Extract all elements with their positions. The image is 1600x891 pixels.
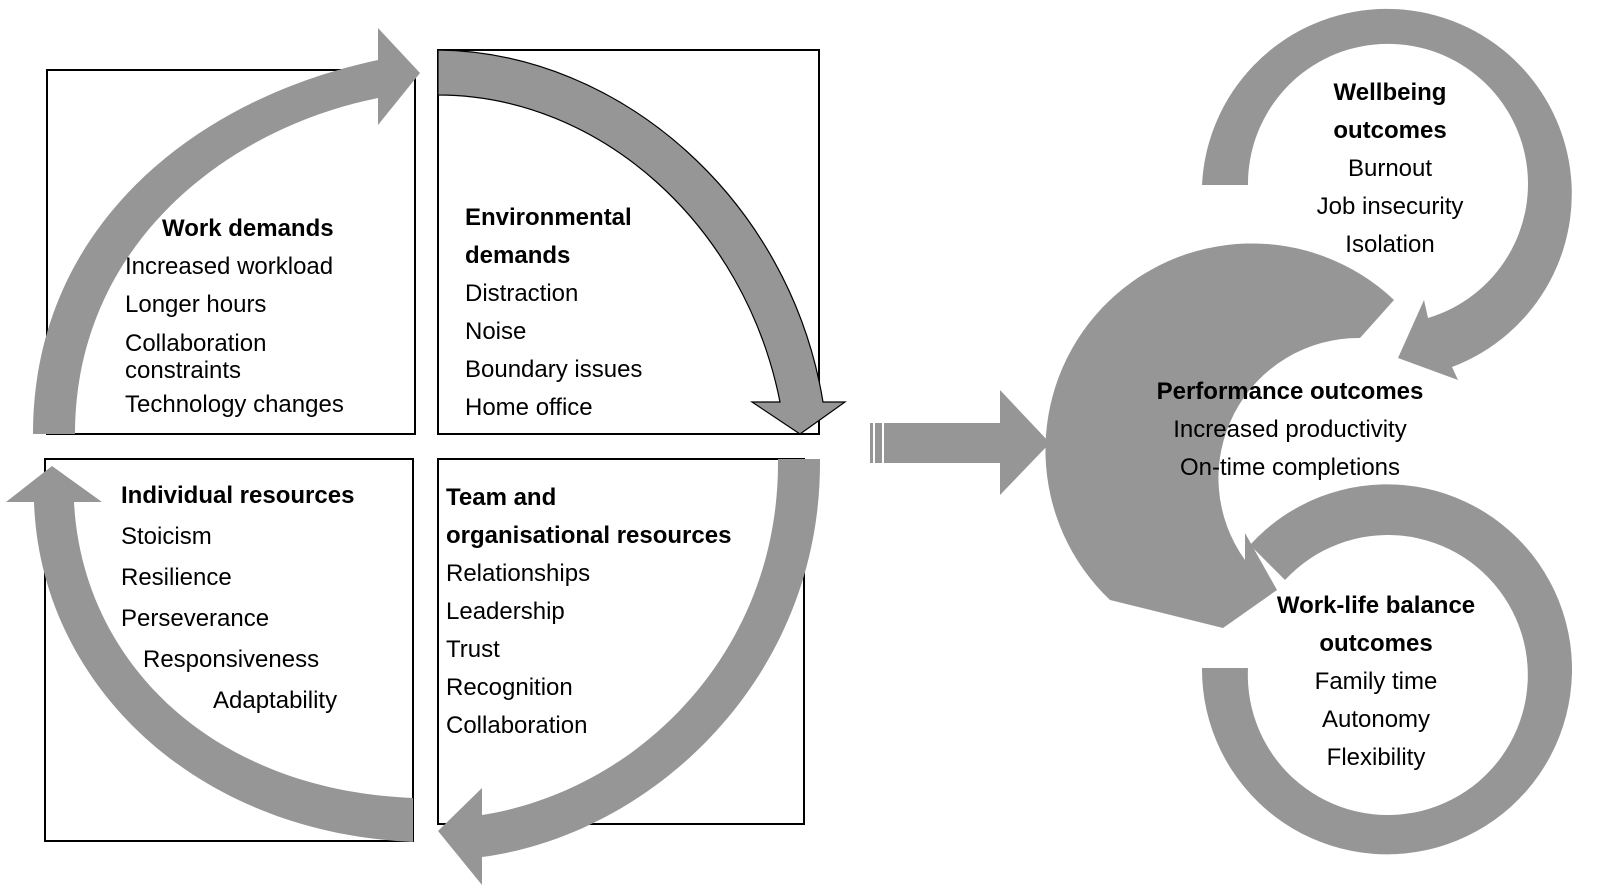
environmental-demands-item: Noise <box>465 318 527 345</box>
work-demands-item: constraints <box>125 357 242 384</box>
individual-resources-item: Adaptability <box>213 687 338 714</box>
work-life-balance-outcomes-title: Work-life balance <box>1276 592 1476 619</box>
work-demands-item: Technology changes <box>125 391 344 418</box>
team-resources-title-line2: organisational resources <box>446 522 732 549</box>
cycle-arrow-bottom-left <box>6 466 413 842</box>
individual-resources-item: Responsiveness <box>143 646 320 673</box>
team-resources-item: Leadership <box>446 598 565 625</box>
performance-outcomes-item: On-time completions <box>1179 454 1401 481</box>
cycle-arrow-top-left <box>33 28 420 434</box>
individual-resources-block: Individual resources Stoicism Resilience… <box>121 475 354 721</box>
cycle-arrow-top-right <box>437 49 847 435</box>
work-demands-item: Longer hours <box>125 291 267 318</box>
individual-resources-item: Resilience <box>121 564 232 591</box>
team-resources-item: Recognition <box>446 674 573 701</box>
performance-outcomes-title: Performance outcomes <box>1156 378 1424 405</box>
work-demands-block: Work demands Increased workload Longer h… <box>125 210 344 424</box>
team-resources-item: Collaboration <box>446 712 588 739</box>
team-resources-box <box>437 458 805 825</box>
individual-resources-box <box>44 458 414 842</box>
team-resources-title: Team and <box>446 484 557 511</box>
work-demands-item: Increased workload <box>125 253 334 280</box>
environmental-demands-box <box>437 49 820 435</box>
individual-resources-item: Stoicism <box>121 523 212 550</box>
performance-outcomes-item: Increased productivity <box>1173 416 1407 443</box>
wellbeing-outcomes-item: Burnout <box>1347 155 1433 182</box>
environmental-demands-block: Environmental demands Distraction Noise … <box>465 199 642 427</box>
environmental-demands-item: Distraction <box>465 280 579 307</box>
team-resources-item: Relationships <box>446 560 591 587</box>
performance-cycle-arrow <box>1045 243 1394 628</box>
individual-resources-item: Perseverance <box>121 605 270 632</box>
right-arrow-icon <box>870 390 1050 495</box>
individual-resources-title: Individual resources <box>121 482 355 509</box>
work-demands-box <box>46 69 416 435</box>
wellbeing-outcomes-item: Isolation <box>1345 231 1435 258</box>
environmental-demands-item: Home office <box>465 394 593 421</box>
environmental-demands-item: Boundary issues <box>465 356 643 383</box>
work-life-balance-outcomes-title-line2: outcomes <box>1319 630 1433 657</box>
environmental-demands-title: Environmental <box>465 204 632 231</box>
performance-outcomes-block: Performance outcomes Increased productiv… <box>1140 373 1440 487</box>
wellbeing-outcomes-block: Wellbeing outcomes Burnout Job insecurit… <box>1290 74 1490 264</box>
work-demands-item: Collaboration <box>125 330 267 357</box>
work-life-balance-outcomes-block: Work-life balance outcomes Family time A… <box>1256 587 1496 777</box>
wellbeing-outcomes-item: Job insecurity <box>1316 193 1464 220</box>
team-resources-block: Team and organisational resources Relati… <box>446 479 731 745</box>
wellbeing-outcomes-title: Wellbeing <box>1333 79 1447 106</box>
work-life-balance-outcomes-item: Flexibility <box>1326 744 1426 771</box>
cycle-arrow-bottom-right <box>438 459 821 885</box>
environmental-demands-title-line2: demands <box>465 242 571 269</box>
team-resources-item: Trust <box>446 636 500 663</box>
work-life-balance-outcomes-item: Family time <box>1314 668 1438 695</box>
wellbeing-outcomes-title-line2: outcomes <box>1333 117 1447 144</box>
work-demands-title: Work demands <box>162 215 334 242</box>
work-life-balance-outcomes-item: Autonomy <box>1321 706 1431 733</box>
